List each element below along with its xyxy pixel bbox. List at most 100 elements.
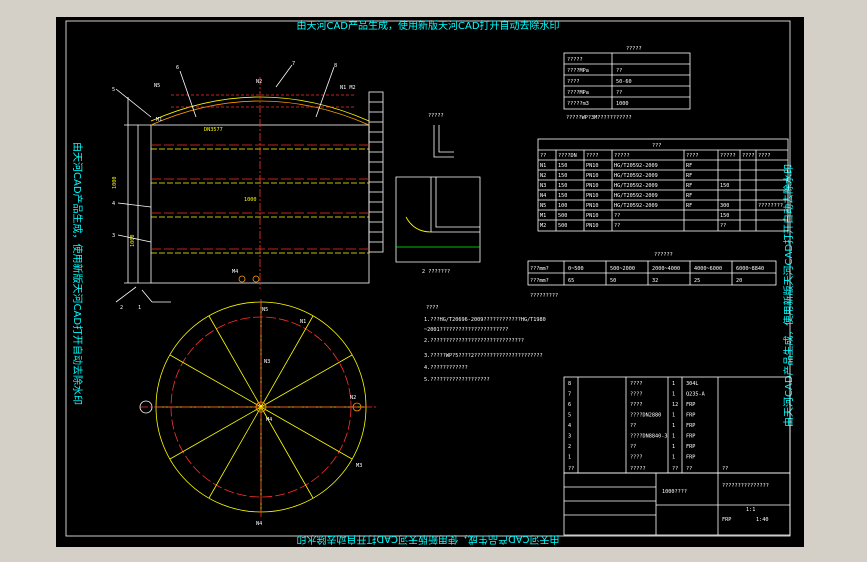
bom-cell: Q235-A [686, 392, 706, 398]
nozzle-cell: ?? [614, 223, 620, 229]
plan-view: N5 N1 N2 M4 M3 N3 N4 [139, 299, 378, 527]
bom-cell: ?? [630, 444, 636, 450]
thickness-value-cell: 65 [568, 278, 574, 284]
callout-3: 3 [112, 233, 115, 239]
watermark-bottom: 由天河CAD产品生成，使用新版天河CAD打开自动去除水印 [296, 533, 559, 546]
callout-4: 4 [112, 201, 115, 207]
frame-border [65, 20, 791, 537]
note-line-4: 3.?????WP?5????2?????????????????????? [424, 353, 543, 359]
detail-caption: 2 ??????? [422, 269, 450, 275]
bom-header-cell: ?? [722, 466, 728, 472]
nozzle-cell: RF [686, 193, 692, 199]
bom-cell: 7 [568, 392, 571, 398]
bom-cell: 12 [672, 402, 678, 408]
bom-cell: 1 [672, 392, 675, 398]
bom-cell: 1 [672, 444, 675, 450]
nozzle-cell: PN10 [586, 183, 599, 189]
bom-cell: ???? [630, 381, 643, 387]
thickness-value-cell: 32 [652, 278, 658, 284]
design-row-3-label: ???? [567, 79, 580, 85]
callout-8: 8 [334, 63, 337, 69]
design-table-note: ?????WP?3M??????????? [566, 115, 632, 121]
nozzle-cell: RF [686, 163, 692, 169]
bom-cell: ?? [630, 423, 636, 429]
nozzle-header-cell: ???? [758, 153, 771, 159]
detail-weld [405, 216, 432, 233]
dim-height-1: 1000 [112, 177, 118, 190]
nozzle-cell: PN10 [586, 193, 599, 199]
nozzle-cell: 150 [558, 173, 567, 179]
company-name: ??????????????? [722, 483, 769, 489]
thickness-value-cell: 20 [736, 278, 742, 284]
note-line-5: 4.???????????? [424, 365, 468, 371]
drawing-title: 1000???? [662, 489, 687, 495]
bom-cell: 6 [568, 402, 571, 408]
nozzle-cell: N3 [540, 183, 546, 189]
dim-width: 1000 [244, 197, 257, 203]
design-row-2-label: ????MPa [567, 68, 589, 74]
bom-header-cell: ?? [686, 466, 692, 472]
plan-center-hub [255, 401, 267, 413]
nozzle-cell: N4 [540, 193, 546, 199]
nozzle-cell: HG/T20592-2009 [614, 163, 658, 169]
nozzle-cell: PN10 [586, 223, 599, 229]
left-dimensions [124, 97, 151, 284]
watermark-top: 由天河CAD产品生成，使用新版天河CAD打开自动去除水印 [296, 19, 559, 32]
nozzle-cell: 150 [720, 213, 729, 219]
watermark-right: 由天河CAD产品生成，使用新版天河CAD打开自动去除水印 [782, 164, 795, 427]
nozzle-tag-n5: N5 [154, 83, 160, 89]
roof-grid [171, 94, 356, 108]
nozzle-cell: PN10 [586, 213, 599, 219]
bom-cell: ????DN8840-3 [630, 434, 667, 440]
nozzle-tag-m1: M1 [156, 117, 162, 123]
callout-7: 7 [292, 61, 295, 67]
nozzle-header-cell: ?? [540, 153, 546, 159]
design-row-4-label: ????MPa [567, 90, 589, 96]
manway-left [139, 400, 153, 414]
design-row-5-label: ?????m3 [567, 101, 589, 107]
nozzle-cell: 300 [720, 203, 729, 209]
design-row-5-value: 1000 [616, 101, 629, 107]
bom-header-cell: ?? [568, 466, 574, 472]
nozzle-n2-plan [352, 402, 362, 412]
nozzle-cell: N5 [540, 203, 546, 209]
plan-tag-m3: M3 [356, 463, 362, 469]
bom-cell: 4 [568, 423, 571, 429]
bom-cell: ???? [630, 402, 643, 408]
thickness-header-cell: 500~2000 [610, 266, 635, 272]
nozzle-cell: HG/T20592-2009 [614, 183, 658, 189]
note-line-1: 1.???HG/T20696-2009????????????HG/T1980 [424, 317, 546, 323]
nozzle-cell: 100 [558, 203, 567, 209]
bom-cell: ???? [630, 455, 643, 461]
bom-cell: FRP [686, 455, 695, 461]
nozzle-header-cell: ????? [614, 153, 630, 159]
nozzle-cell: N2 [540, 173, 546, 179]
nozzle-header-cell: ???? [586, 153, 599, 159]
elevation-view: 1000 1000 1000 DN3577 2 1 3 4 5 6 7 8 N5… [112, 61, 384, 311]
note-line-6: 5.??????????????????? [424, 377, 490, 383]
design-row-4-value: ?? [616, 90, 622, 96]
callout-leaders [115, 64, 335, 303]
nozzle-cell: RF [686, 203, 692, 209]
nozzle-table: ??? ??????DN??????????????????????????N1… [537, 138, 789, 232]
bom-cell: 1 [672, 455, 675, 461]
tank-diameter-label: DN3577 [204, 127, 223, 133]
title-block: 1000???? ??????????????? FRP 1:40 1:1 [563, 472, 791, 536]
bom-header-cell: ????? [630, 466, 646, 472]
nozzle-cell: HG/T20592-2009 [614, 193, 658, 199]
plan-tag-n2: N2 [350, 395, 356, 401]
nozzle-cell: 500 [558, 213, 567, 219]
plan-tag-n1: N1 [300, 319, 306, 325]
plan-tag-n4: N4 [256, 521, 262, 527]
nozzle-cell: M1 [540, 213, 546, 219]
detail-frame [395, 176, 481, 263]
nozzle-cell: PN10 [586, 173, 599, 179]
nozzle-header-cell: ???? [742, 153, 755, 159]
notes-title: ???? [426, 305, 439, 311]
bom-cell: ???? [630, 392, 643, 398]
handrail-rungs [369, 101, 383, 243]
nozzle-header-cell: ????? [720, 153, 736, 159]
nozzle-tag-n1: N1 M2 [340, 85, 356, 91]
plan-tag-n5: N5 [262, 307, 268, 313]
